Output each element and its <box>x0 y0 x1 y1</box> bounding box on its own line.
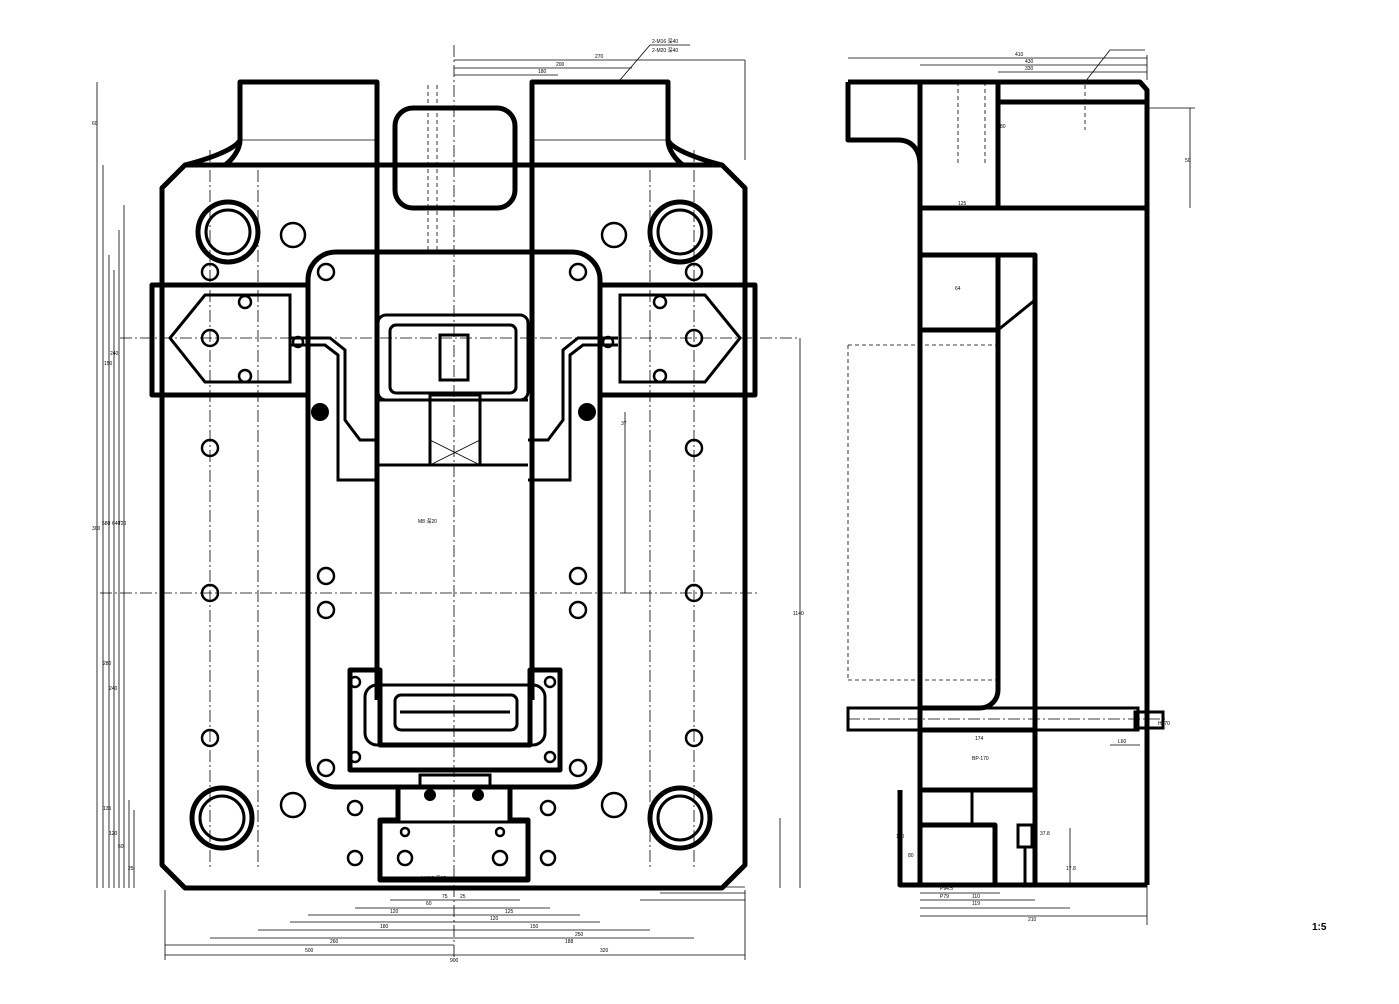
svg-text:37.8: 37.8 <box>1040 831 1050 837</box>
svg-text:240: 240 <box>109 686 118 692</box>
scale-label: 1:5 <box>1312 922 1327 933</box>
svg-text:80: 80 <box>908 853 914 859</box>
svg-text:50: 50 <box>1185 158 1191 164</box>
svg-text:120: 120 <box>490 916 499 922</box>
svg-text:135: 135 <box>103 806 112 812</box>
svg-text:280: 280 <box>103 661 112 667</box>
svg-text:300: 300 <box>92 526 101 532</box>
svg-text:25: 25 <box>460 894 466 900</box>
side-view: 410 430 330 80 125 64 174 BP-170 H170 L6… <box>845 49 1195 925</box>
svg-text:100: 100 <box>896 834 905 840</box>
svg-text:64: 64 <box>955 286 961 292</box>
svg-text:L60: L60 <box>1118 739 1127 745</box>
center-window <box>392 105 518 211</box>
svg-text:P79: P79 <box>940 894 949 900</box>
x-hatch-icon <box>428 393 482 467</box>
svg-text:BP-170: BP-170 <box>972 756 989 762</box>
svg-text:60: 60 <box>426 901 432 907</box>
svg-text:150: 150 <box>104 361 113 367</box>
side-ear-right <box>597 282 758 398</box>
svg-text:37: 37 <box>621 421 627 427</box>
svg-text:2-M16 深40: 2-M16 深40 <box>652 38 678 45</box>
svg-text:180: 180 <box>380 924 389 930</box>
svg-text:240: 240 <box>110 351 119 357</box>
front-view: 500 260 180 120 75 25 60 125 120 150 250… <box>92 38 804 964</box>
svg-text:125: 125 <box>958 201 967 207</box>
svg-text:580: 580 <box>102 521 111 527</box>
svg-text:250: 250 <box>575 932 584 938</box>
svg-text:174: 174 <box>975 736 984 742</box>
svg-text:2-M20 深40: 2-M20 深40 <box>652 47 678 54</box>
svg-text:125: 125 <box>505 909 514 915</box>
dimension-labels-front: 500 260 180 120 75 25 60 125 120 150 250… <box>92 38 804 964</box>
dimensions-front <box>96 44 801 960</box>
side-top-flange <box>848 79 1150 211</box>
svg-text:17.8: 17.8 <box>1066 866 1076 872</box>
svg-text:60: 60 <box>92 121 98 127</box>
svg-text:900: 900 <box>450 958 459 964</box>
svg-text:150: 150 <box>530 924 539 930</box>
svg-text:1140: 1140 <box>793 611 804 617</box>
svg-text:119: 119 <box>972 901 980 907</box>
top-lug-left <box>222 79 380 168</box>
svg-text:120: 120 <box>390 909 399 915</box>
screw-holes <box>200 262 704 867</box>
side-ear-left <box>149 282 311 398</box>
svg-text:4-M10 深15: 4-M10 深15 <box>420 875 446 882</box>
svg-text:60: 60 <box>118 844 124 850</box>
svg-text:640: 640 <box>112 521 121 527</box>
dimensions-side <box>848 49 1195 925</box>
svg-text:H170: H170 <box>1158 721 1170 727</box>
svg-text:270: 270 <box>595 54 604 60</box>
svg-text:110: 110 <box>972 894 980 900</box>
svg-text:80: 80 <box>1000 124 1006 130</box>
svg-text:320: 320 <box>600 948 609 954</box>
main-plate-outline <box>159 162 748 891</box>
svg-text:25: 25 <box>128 866 134 872</box>
svg-text:188: 188 <box>565 939 574 945</box>
center-slot <box>374 82 535 700</box>
svg-text:M8 深20: M8 深20 <box>418 518 437 525</box>
dimension-labels-side: 410 430 330 80 125 64 174 BP-170 H170 L6… <box>896 52 1191 923</box>
svg-text:500: 500 <box>305 948 314 954</box>
svg-text:210: 210 <box>1028 917 1037 923</box>
svg-text:330: 330 <box>1025 66 1034 72</box>
svg-text:75: 75 <box>442 894 448 900</box>
svg-text:120: 120 <box>109 831 118 837</box>
svg-text:200: 200 <box>556 62 565 68</box>
top-lug-right <box>529 79 686 168</box>
svg-text:260: 260 <box>330 939 339 945</box>
svg-text:180: 180 <box>538 69 547 75</box>
svg-text:P94.5: P94.5 <box>940 886 953 892</box>
svg-text:430: 430 <box>1025 59 1034 65</box>
svg-text:410: 410 <box>1015 52 1024 58</box>
svg-text:720: 720 <box>118 521 127 527</box>
